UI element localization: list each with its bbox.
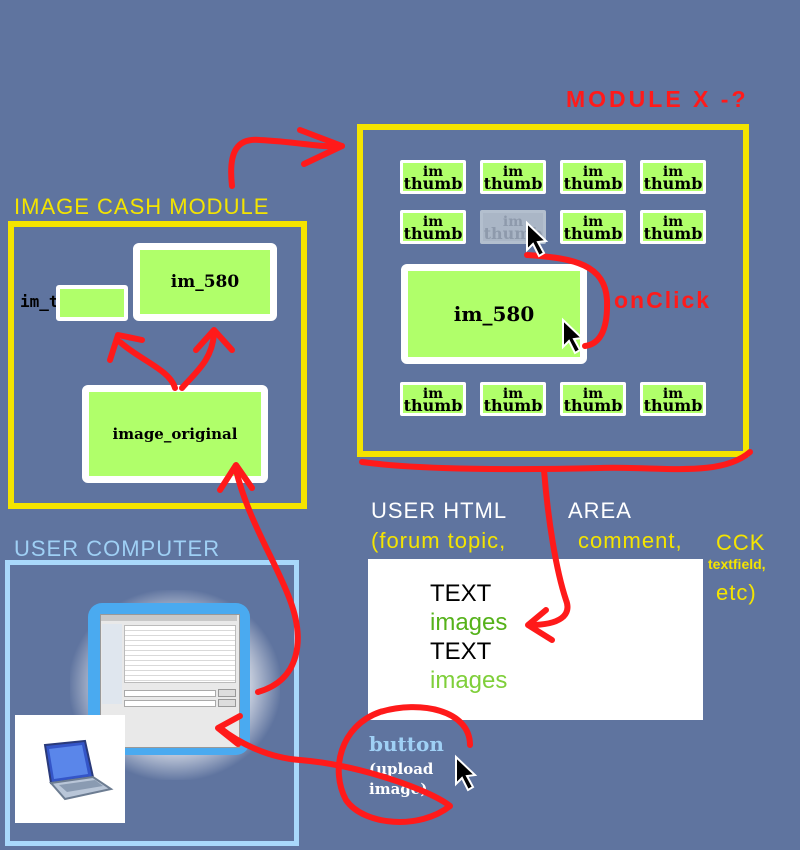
user-html-textfield: textfield, xyxy=(708,556,766,572)
upload-button-sub1: (upload xyxy=(369,760,434,778)
image-cache-title: IMAGE CASH MODULE xyxy=(14,194,270,219)
arrow-cache-to-module xyxy=(228,136,345,189)
user-computer-title: USER COMPUTER xyxy=(14,536,221,561)
arrowhead xyxy=(107,332,145,363)
arrow-original-up2 xyxy=(179,331,217,391)
laptop-icon xyxy=(43,739,114,801)
arrowhead xyxy=(217,462,255,493)
arrow-button-loop xyxy=(217,704,473,825)
user-html-images: images xyxy=(430,667,508,694)
user-html-title-a: USER HTML xyxy=(371,498,508,523)
file-dialog-field xyxy=(124,700,216,707)
arrowhead xyxy=(525,607,555,643)
user-html-title-b: AREA xyxy=(568,498,632,523)
arrow-onclick xyxy=(524,252,611,349)
onclick-label: onClick xyxy=(614,287,712,313)
arrowhead xyxy=(297,127,345,167)
arrowhead xyxy=(215,713,243,747)
file-dialog-titlebar xyxy=(101,615,237,621)
cache-im580-label: im_580 xyxy=(170,272,240,292)
module-x-large-label: im_580 xyxy=(453,302,535,326)
upload-button-label[interactable]: button xyxy=(369,732,444,756)
cache-thumb xyxy=(56,285,128,321)
file-dialog-field xyxy=(124,690,216,697)
user-html-area[interactable] xyxy=(368,559,703,720)
image-cache-box xyxy=(8,221,307,509)
user-html-text: TEXT xyxy=(430,580,492,607)
module-x-title: MODULE X -? xyxy=(566,86,749,112)
cache-original-label: image_original xyxy=(112,425,238,443)
arrow-computer-to-original xyxy=(233,467,301,695)
arrow-original-up xyxy=(117,339,178,391)
file-dialog-list xyxy=(124,625,236,683)
cursor-icon xyxy=(455,220,585,792)
module-x-box xyxy=(357,124,749,457)
cache-im580: im_580 xyxy=(133,243,277,321)
file-dialog-sidebar xyxy=(102,624,122,704)
user-html-etc: etc) xyxy=(716,580,757,605)
arrow-down-html xyxy=(527,467,571,628)
user-computer-box xyxy=(5,560,299,846)
user-html-cck: CCK xyxy=(716,530,766,555)
file-dialog-button xyxy=(218,699,236,707)
arrowhead xyxy=(193,327,235,353)
user-html-images: images xyxy=(430,609,508,636)
user-html-forum: (forum topic, xyxy=(371,528,507,553)
arrow-module-to-html xyxy=(359,449,753,473)
user-html-text: TEXT xyxy=(430,638,492,665)
module-x-large-image[interactable]: im_580 xyxy=(401,264,587,364)
user-html-comment: comment, xyxy=(578,528,683,553)
file-dialog-button xyxy=(218,689,236,697)
